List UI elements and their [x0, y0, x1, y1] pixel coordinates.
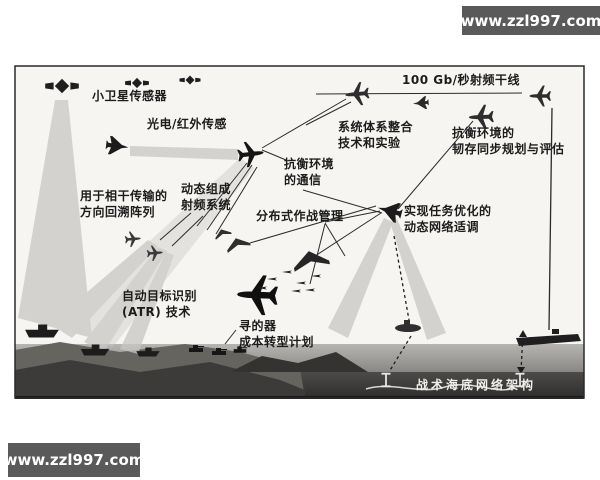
label-coherent-array: 用于相干传输的 方向回溯阵列 — [80, 189, 168, 219]
label-rf-trunk: 100 Gb/秒射频干线 — [402, 73, 521, 87]
label-dynamic-rf: 动态组成 射频系统 — [181, 182, 232, 212]
arrow-down — [517, 367, 525, 374]
fighter-beam-left — [328, 218, 393, 338]
diagram-background — [15, 66, 584, 398]
arrow-up — [519, 330, 527, 337]
label-sos-integration: 系统体系整合 技术和实验 — [338, 120, 414, 150]
satellite-beam-cone — [18, 100, 92, 338]
uav-beam-1 — [50, 240, 158, 338]
label-atr: 自动目标识别 (ATR) 技术 — [122, 289, 198, 319]
coastal-terrain — [15, 342, 368, 398]
label-seeker: 寻的器 成本转型计划 — [239, 319, 315, 349]
label-eo-ir-sensing: 光电/红外传感 — [147, 117, 227, 131]
label-distributed-bm: 分布式作战管理 — [256, 209, 344, 223]
submarine-sail — [404, 320, 410, 327]
diagram-frame — [14, 65, 585, 399]
submarine-icon — [395, 324, 421, 332]
uav-beam-3 — [120, 252, 174, 354]
vertical-link-line — [548, 107, 553, 331]
label-satellite-sensors: 小卫星传感器 — [92, 89, 168, 103]
uav-beam-2 — [84, 247, 167, 352]
label-dynamo: 实现任务优化的 动态网络适调 — [404, 204, 492, 234]
label-resilient-planning: 抗衡环境的 韧存同步规划与评估 — [452, 126, 565, 156]
eo-ir-beam — [130, 146, 238, 160]
surface-units — [25, 320, 581, 357]
label-undersea-network: 战术海底网络架构 — [416, 378, 537, 392]
watermark-top-right: www.zzl997.com — [461, 6, 600, 35]
fighter-beam-right — [390, 219, 446, 340]
label-contested-comms: 抗衡环境 的通信 — [284, 157, 335, 187]
watermark-bottom-left: www.zzl997.com — [4, 443, 144, 477]
